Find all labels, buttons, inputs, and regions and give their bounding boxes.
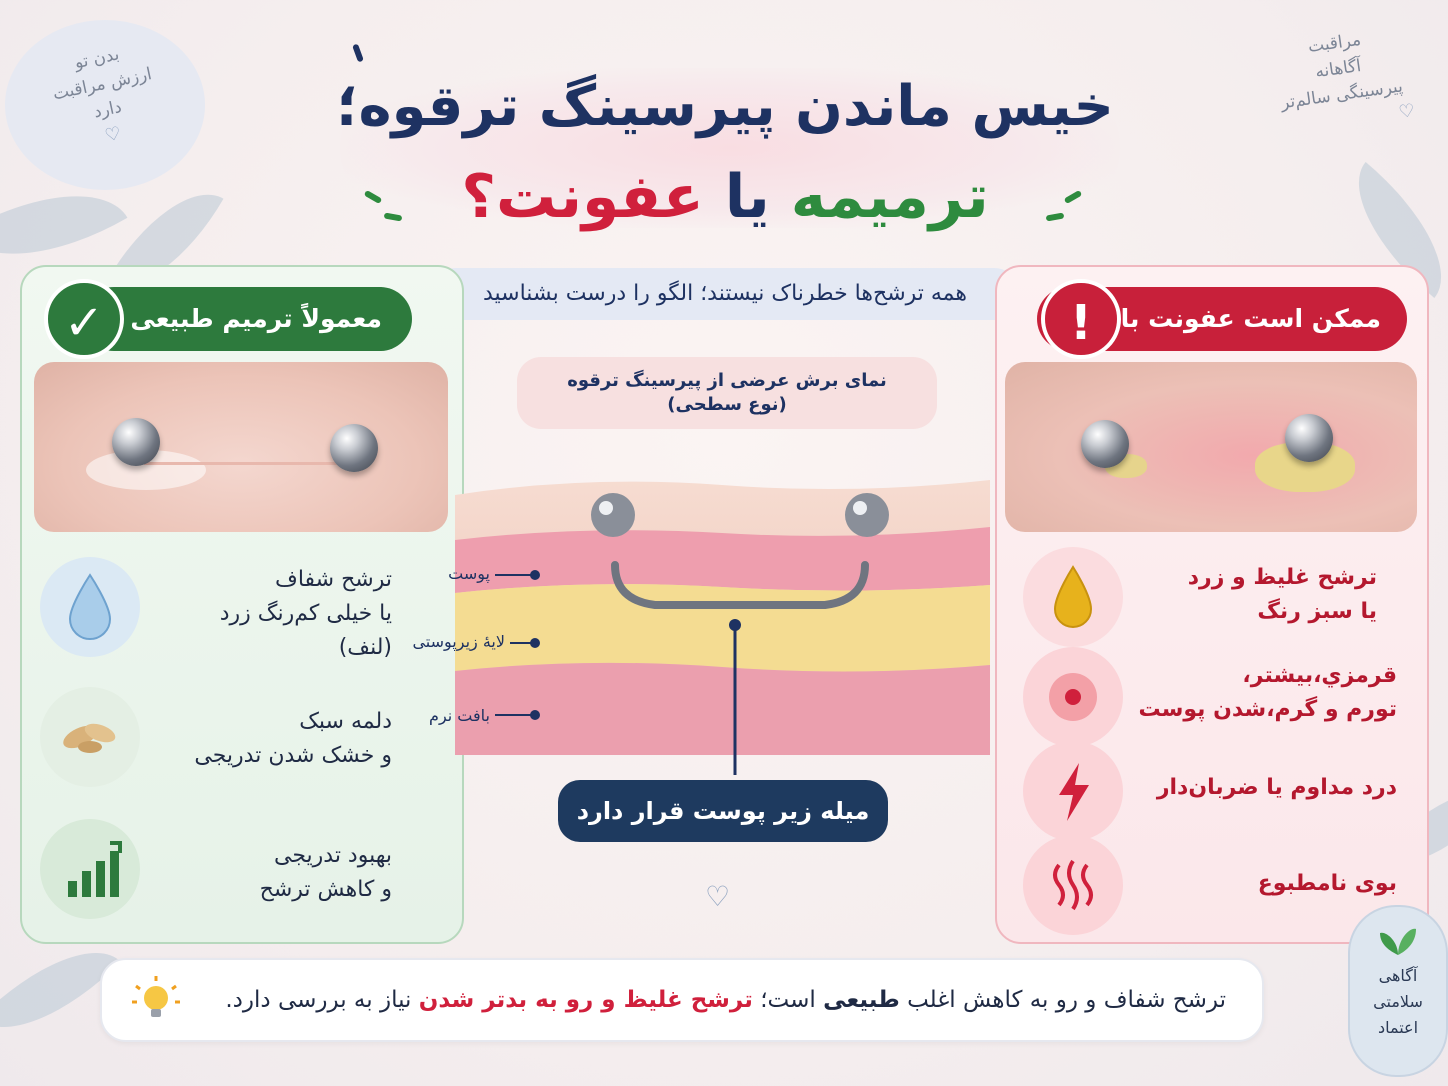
- title-word-infection: عفونت؟: [461, 162, 704, 232]
- bar-pointer-dot: [729, 619, 741, 631]
- item-line: بوی نامطبوع: [1257, 871, 1397, 896]
- infection-item-1: ترشح غلیظ و زرد یا سبز رنگ: [1137, 561, 1377, 629]
- jewelry-ball: [1081, 420, 1129, 468]
- title-word-heal: ترمیمه: [790, 162, 989, 232]
- infection-heading-text: ممکن است عفونت باشد: [1081, 304, 1381, 333]
- healing-item-1: ترشح شفاف یا خیلی کم‌رنگ زرد (لنف): [152, 563, 392, 665]
- soft-tissue-layer: [455, 662, 990, 755]
- label-soft-tissue: بافت نرم: [429, 706, 490, 725]
- label-subcutaneous: لایهٔ زیرپوستی: [412, 632, 505, 651]
- item-line: قرمزي،بیشتر،: [1242, 663, 1397, 688]
- item-line: ترشح غلیظ و زرد: [1187, 565, 1377, 590]
- infection-item-2: قرمزي،بیشتر، تورم و گرم،شدن پوست: [1137, 659, 1397, 727]
- bar-under-skin-label: میله زیر پوست قرار دارد: [558, 780, 888, 842]
- cross-section-heading-line: نمای برش عرضی از پیرسینگ ترقوه: [567, 370, 887, 391]
- summary-warning: ترشح غلیظ و رو به بدتر شدن: [418, 987, 753, 1013]
- trust-seal: آگاهی سلامتی اعتماد: [1348, 905, 1448, 1077]
- blob-decoration: [5, 20, 205, 190]
- jewelry-ball-highlight: [599, 501, 613, 515]
- healing-panel: معمولاً ترمیم طبیعی ✓ ترشح شفاف یا خیلی …: [20, 265, 464, 944]
- title-block: خیس ماندن پیرسینگ ترقوه؛ ترمیمه یا عفونت…: [260, 43, 1190, 258]
- leaf-sprout-icon: [1380, 928, 1416, 955]
- healing-heading: معمولاً ترمیم طبیعی: [82, 287, 412, 351]
- summary-footer: ترشح شفاف و رو به کاهش اغلب طبیعی است؛ ت…: [100, 958, 1264, 1042]
- title-line-1: خیس ماندن پیرسینگ ترقوه؛: [336, 74, 1114, 139]
- odor-waves-icon: [1023, 835, 1123, 935]
- subtitle: همه ترشح‌ها خطرناک نیستند؛ الگو را درست …: [430, 268, 1020, 320]
- infection-item-4: بوی نامطبوع: [1137, 867, 1397, 901]
- item-line: بهبود تدریجی: [273, 843, 392, 868]
- item-line: دلمه سبک: [299, 709, 392, 734]
- seal-line: آگاهی: [1378, 966, 1418, 985]
- water-drop-icon: [40, 557, 140, 657]
- title-background: [340, 68, 1120, 228]
- cross-section-heading-line: (نوع سطحی): [667, 394, 787, 415]
- item-line: یا خیلی کم‌رنگ زرد: [219, 601, 392, 626]
- item-line: یا سبز رنگ: [1257, 599, 1377, 624]
- item-line: ترشح شفاف: [275, 567, 392, 592]
- subcutaneous-layer: [455, 584, 990, 672]
- exclamation-icon: !: [1041, 279, 1121, 359]
- jewelry-ball: [330, 424, 378, 472]
- summary-text: ترشح شفاف و رو به کاهش اغلب طبیعی است؛ ت…: [225, 960, 1226, 1040]
- seal-line: اعتماد: [1377, 1018, 1419, 1037]
- jewelry-ball: [112, 418, 160, 466]
- healing-item-3: بهبود تدریجی و کاهش ترشح: [152, 839, 392, 907]
- note-top-right: مراقبت آگاهانه پیرسینگی سالم‌تر ♡: [1244, 18, 1437, 146]
- jewelry-ball: [1285, 414, 1333, 462]
- label-skin: پوست: [448, 564, 490, 583]
- summary-part: نیاز به بررسی دارد.: [225, 987, 412, 1013]
- cross-section-heading: نمای برش عرضی از پیرسینگ ترقوه (نوع سطحی…: [517, 357, 937, 429]
- subcutaneous-pointer-dot: [530, 638, 540, 648]
- heart-icon: ♡: [705, 880, 731, 913]
- summary-part: است؛: [760, 987, 816, 1013]
- healing-item-2: دلمه سبک و خشک شدن تدریجی: [152, 705, 392, 773]
- jewelry-ball: [591, 493, 635, 537]
- infection-skin-photo: [1005, 362, 1417, 532]
- spark-decoration: [352, 43, 364, 63]
- infection-item-3: درد مداوم یا ضربان‌دار: [1137, 771, 1397, 805]
- dermis-layer: [455, 527, 990, 593]
- inflamed-skin-icon: [1023, 647, 1123, 747]
- barbell-bar: [611, 561, 869, 609]
- seal-line: سلامتی: [1373, 992, 1423, 1011]
- lightbulb-icon: [132, 976, 180, 1017]
- healing-skin-photo: [34, 362, 448, 532]
- item-line: و کاهش ترشح: [259, 877, 392, 902]
- soft-tissue-pointer-dot: [530, 710, 540, 720]
- lightning-pain-icon: [1023, 741, 1123, 841]
- summary-part: ترشح شفاف و رو به کاهش اغلب: [907, 987, 1226, 1013]
- jewelry-ball: [845, 493, 889, 537]
- cross-section-illustration: [455, 480, 990, 775]
- check-icon: ✓: [44, 279, 124, 359]
- item-line: درد مداوم یا ضربان‌دار: [1156, 775, 1397, 800]
- skin-pointer-dot: [530, 570, 540, 580]
- healing-line: [144, 462, 344, 465]
- summary-bold: طبیعی: [823, 987, 900, 1013]
- crust-icon: [40, 687, 140, 787]
- jewelry-ball-highlight: [853, 501, 867, 515]
- item-line: تورم و گرم،شدن پوست: [1138, 697, 1397, 722]
- title-line-2: ترمیمه یا عفونت؟: [260, 162, 1190, 232]
- bar-chart-up-icon: [40, 819, 140, 919]
- healing-heading-text: معمولاً ترمیم طبیعی: [130, 304, 382, 333]
- seal-text: آگاهی سلامتی اعتماد: [1350, 963, 1446, 1041]
- title-word-or: یا: [724, 162, 770, 232]
- item-line: (لنف): [338, 635, 392, 660]
- item-line: و خشک شدن تدریجی: [194, 743, 392, 768]
- infection-panel: ممکن است عفونت باشد ! ترشح غلیظ و زرد یا…: [995, 265, 1429, 944]
- yellow-drop-icon: [1023, 547, 1123, 647]
